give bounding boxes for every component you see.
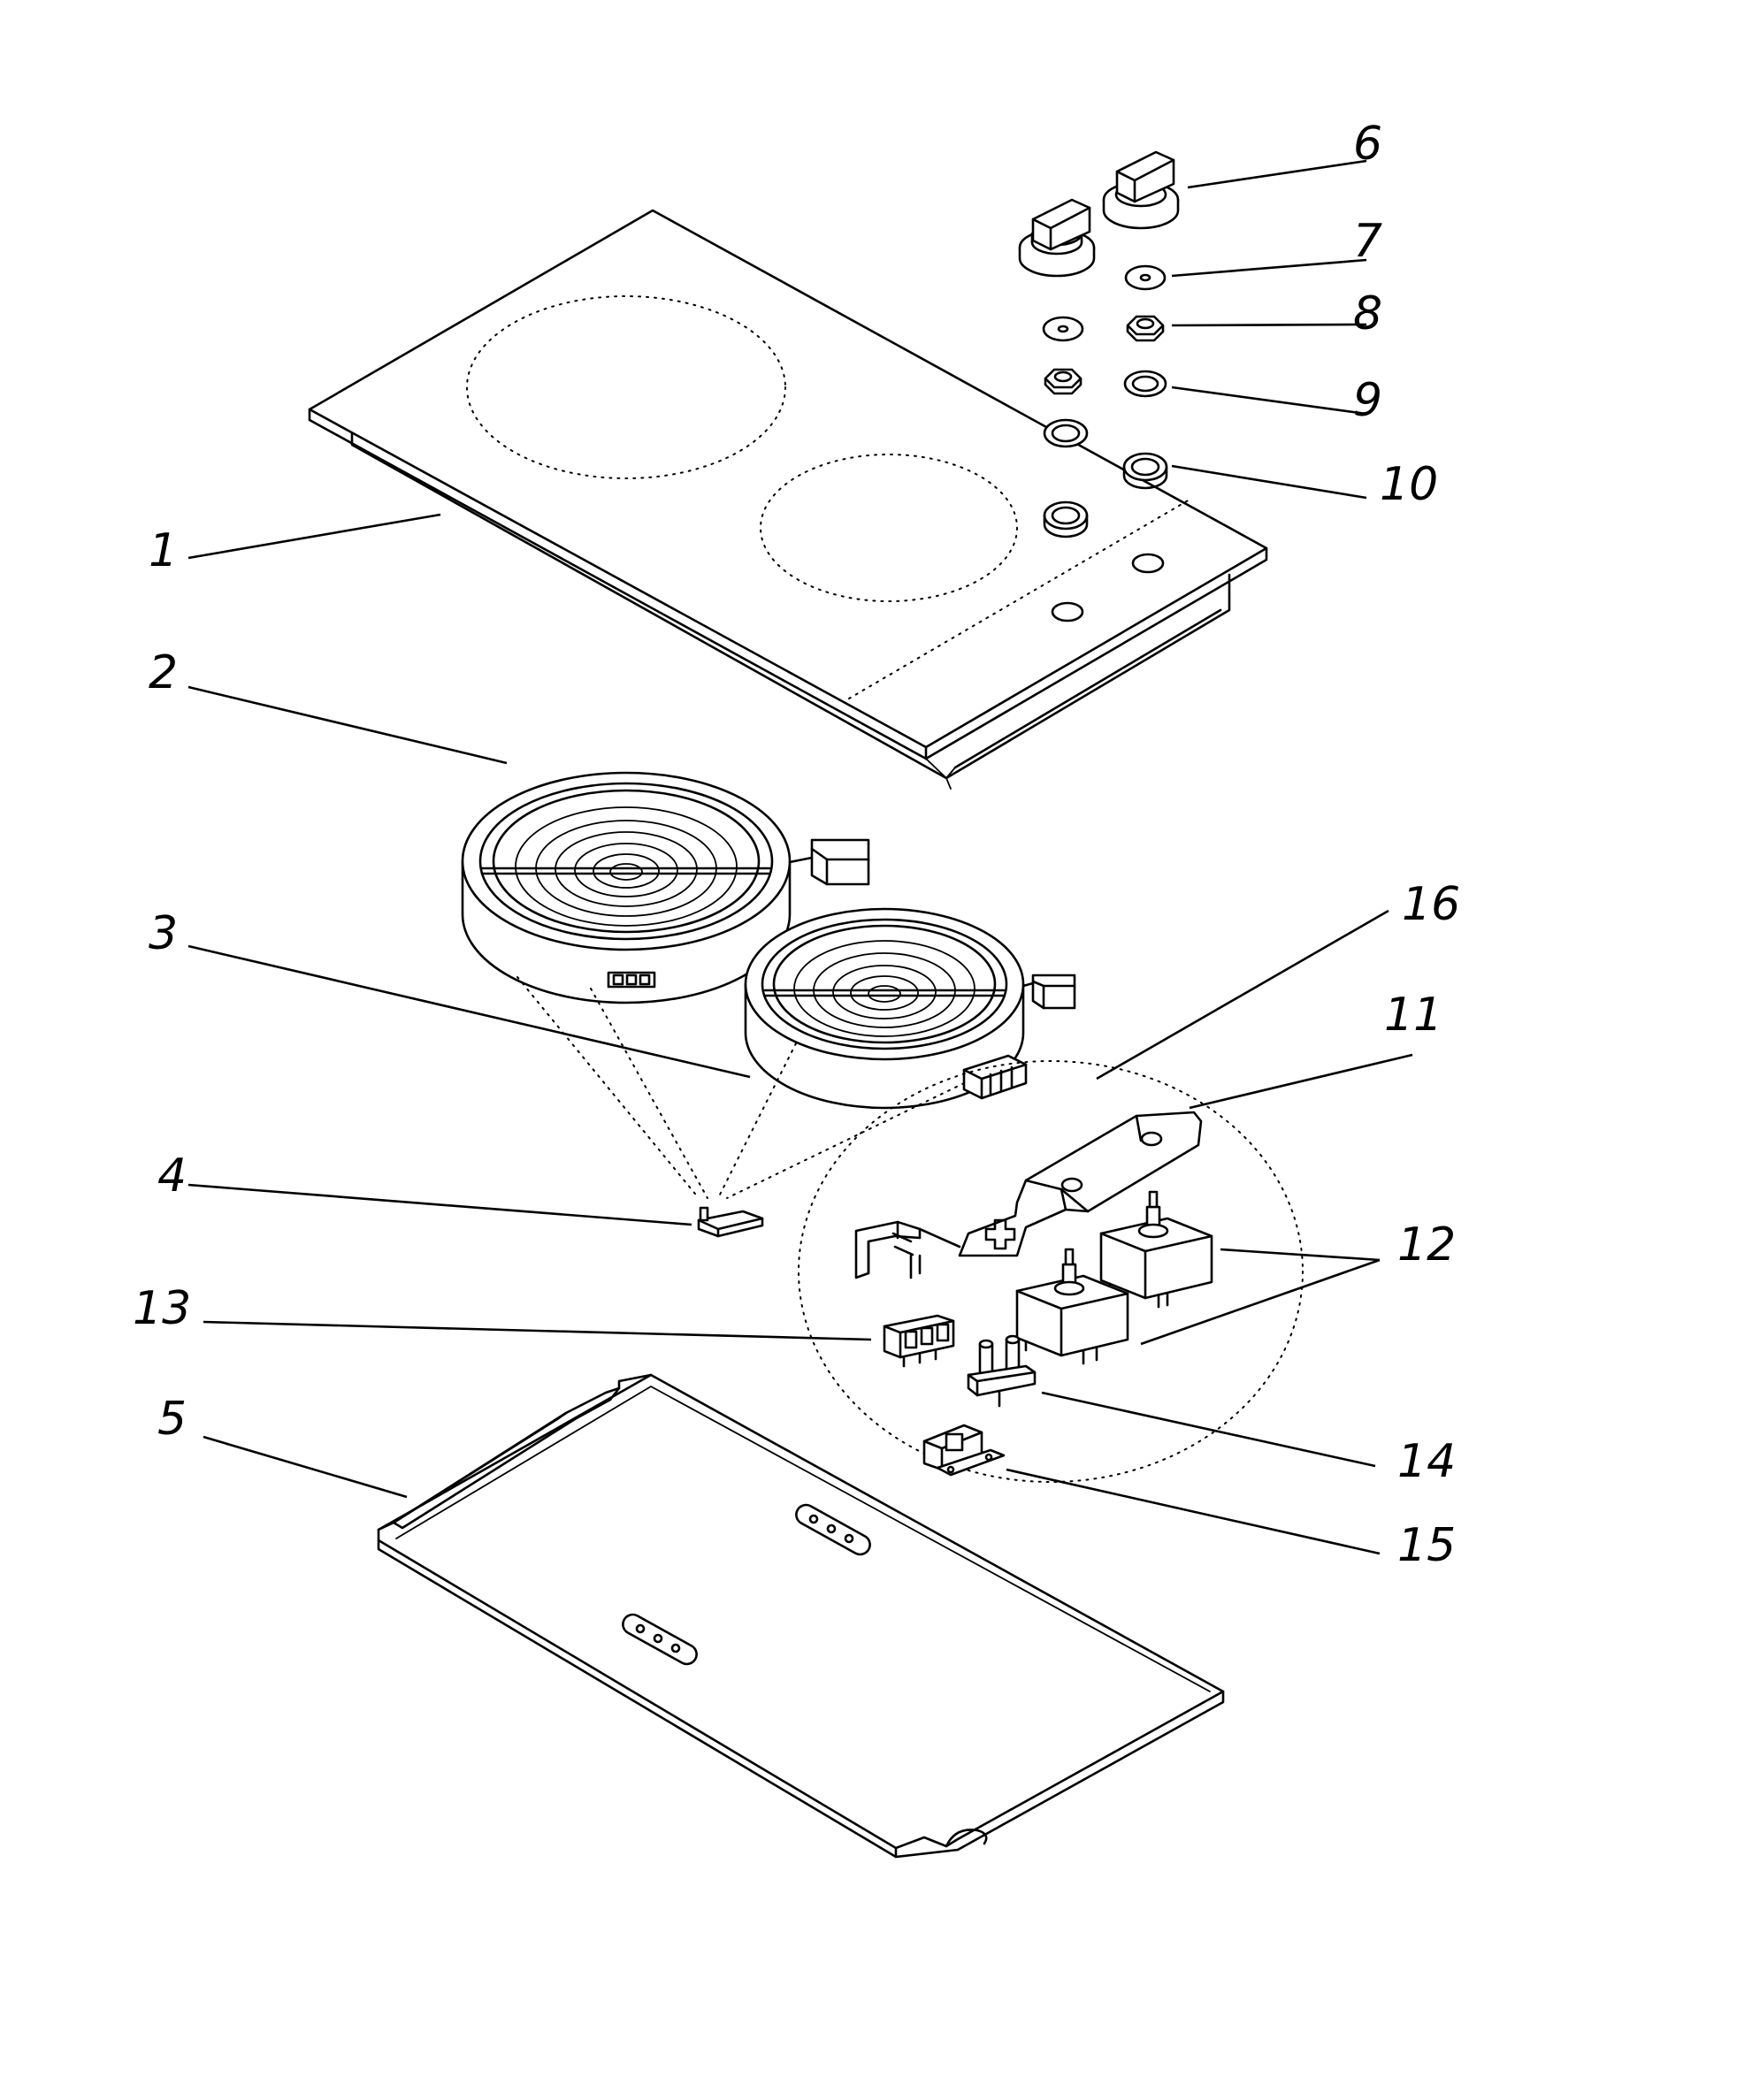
callout-5: 5 <box>157 1393 187 1446</box>
callout-3: 3 <box>149 907 178 960</box>
electrical-components-group <box>798 1060 1304 1483</box>
control-knob-right <box>1102 150 1180 230</box>
hex-nut-left <box>1044 368 1083 395</box>
safety-switch <box>922 1424 1006 1477</box>
leader-12a <box>1220 1248 1381 1262</box>
leader-5 <box>203 1435 408 1499</box>
leader-1 <box>187 513 441 560</box>
energy-regulator-right <box>1099 1190 1213 1309</box>
leader-6 <box>1187 159 1367 189</box>
callout-8: 8 <box>1353 287 1382 340</box>
callout-4: 4 <box>157 1149 187 1203</box>
leader-2 <box>187 685 508 765</box>
callout-1: 1 <box>149 524 178 577</box>
callout-16: 16 <box>1402 878 1460 931</box>
leader-7 <box>1171 258 1367 278</box>
washer-left <box>1042 316 1084 342</box>
washer-right <box>1124 264 1167 291</box>
leader-lines <box>187 159 1413 1555</box>
indicator-lamp <box>967 1334 1037 1408</box>
mounting-clip <box>697 1206 764 1238</box>
leader-13 <box>203 1320 872 1341</box>
leader-12b <box>1140 1258 1381 1346</box>
switch-mounting-bracket <box>854 1111 1203 1279</box>
hex-nut-right <box>1126 315 1165 342</box>
leader-10 <box>1171 464 1367 500</box>
leader-16 <box>1096 909 1389 1081</box>
callout-14: 14 <box>1397 1435 1456 1488</box>
radiant-heater-large <box>461 771 870 1004</box>
terminal-block <box>883 1314 955 1368</box>
callout-10: 10 <box>1380 458 1438 511</box>
cooktop-glass-panel <box>308 209 1268 790</box>
leader-4 <box>187 1183 692 1226</box>
callout-13: 13 <box>133 1282 191 1335</box>
callout-12: 12 <box>1397 1218 1456 1271</box>
mounting-strip-upper <box>795 1503 871 1556</box>
mounting-strip-lower <box>622 1613 698 1666</box>
leader-11 <box>1189 1053 1413 1110</box>
callout-7: 7 <box>1353 215 1382 268</box>
control-knob-left <box>1018 198 1096 278</box>
callout-labels: 1 2 3 4 5 6 7 8 9 10 11 12 13 14 15 16 <box>133 118 1460 1572</box>
callout-2: 2 <box>149 646 178 699</box>
bottom-cover-plate <box>377 1373 1225 1859</box>
assembly-guide-lines <box>516 976 965 1199</box>
callout-6: 6 <box>1353 118 1382 171</box>
ring-washer-right <box>1123 370 1167 398</box>
radiant-heater-small <box>744 907 1076 1110</box>
leader-3 <box>187 944 751 1079</box>
leader-14 <box>1041 1391 1376 1468</box>
callout-15: 15 <box>1397 1519 1456 1572</box>
leader-15 <box>1006 1468 1381 1555</box>
callout-9: 9 <box>1353 374 1382 427</box>
callout-11: 11 <box>1384 989 1442 1042</box>
leader-9 <box>1171 386 1367 416</box>
